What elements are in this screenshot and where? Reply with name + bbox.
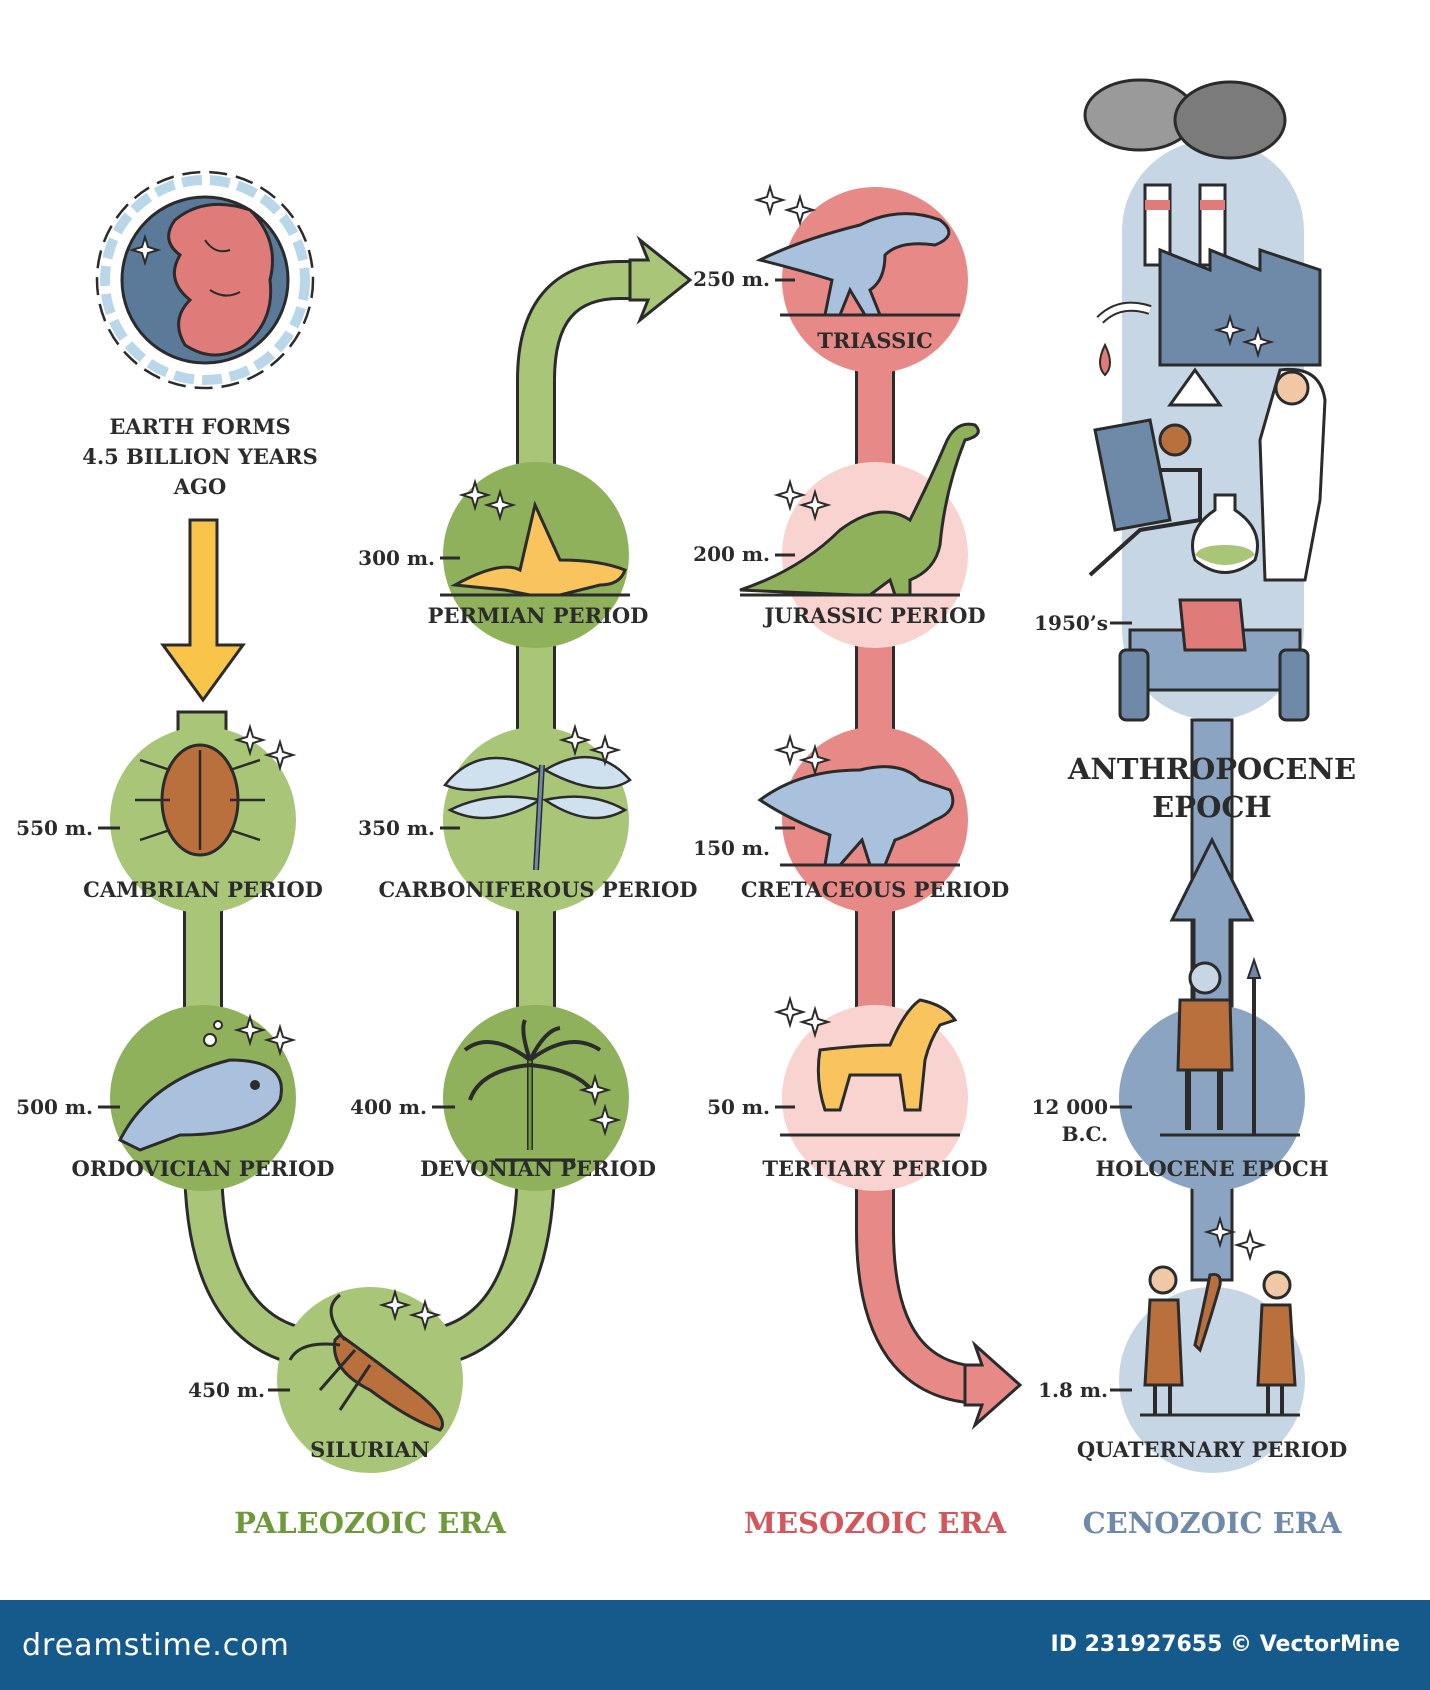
silurian-circle: [277, 1287, 463, 1473]
devonian-circle: [443, 1005, 629, 1191]
holocene-label: HOLOCENE EPOCH: [1095, 1156, 1329, 1181]
triassic-circle: [755, 186, 968, 373]
cambrian-age: 550 m.: [16, 816, 93, 840]
devonian-label: DEVONIAN PERIOD: [420, 1156, 656, 1181]
cambrian-label: CAMBRIAN PERIOD: [83, 877, 323, 902]
cretaceous-age: 150 m.: [693, 836, 770, 860]
quaternary-label: QUATERNARY PERIOD: [1076, 1437, 1348, 1462]
cretaceous-label: CRETACEOUS PERIOD: [740, 877, 1010, 902]
holocene-age-line-2: B.C.: [1061, 1122, 1108, 1146]
paleozoic-era-label: PALEOZOIC ERA: [234, 1506, 506, 1540]
ordovician-circle: [110, 1005, 296, 1191]
permian-circle: [440, 462, 630, 648]
quaternary-circle: [1119, 1218, 1305, 1473]
holocene-circle: [1119, 956, 1305, 1191]
start-arrow: [160, 518, 246, 703]
carboniferous-age: 350 m.: [358, 816, 435, 840]
cambrian-circle: [110, 726, 296, 913]
triassic-age: 250 m.: [693, 267, 770, 291]
anthropocene-label: ANTHROPOCENE EPOCH: [1068, 750, 1356, 826]
image-credit: ID 231927655 © VectorMine: [1050, 1632, 1400, 1657]
anthropocene-age: 1950’s: [1034, 611, 1108, 635]
quaternary-age: 1.8 m.: [1038, 1378, 1108, 1402]
origin-label: EARTH FORMS 4.5 BILLION YEARS AGO: [82, 412, 317, 502]
carboniferous-label: CARBONIFEROUS PERIOD: [378, 877, 698, 902]
origin-line-3: AGO: [173, 474, 227, 499]
brand-logo[interactable]: dreamstime.com: [22, 1628, 290, 1663]
permian-label: PERMIAN PERIOD: [427, 603, 649, 628]
anthropocene-line-1: ANTHROPOCENE: [1067, 752, 1357, 786]
origin-line-2: 4.5 BILLION YEARS: [82, 444, 318, 469]
mesozoic-era-label: MESOZOIC ERA: [743, 1506, 1007, 1540]
jurassic-age: 200 m.: [693, 542, 770, 566]
mesozoic-path: [855, 300, 1023, 1430]
footer-bar: dreamstime.com ID 231927655 © VectorMine: [0, 1600, 1430, 1690]
holocene-age-line-1: 12 000: [1031, 1095, 1108, 1119]
anthropocene-illustration: [1083, 78, 1327, 722]
earth-icon: [95, 170, 315, 390]
devonian-age: 400 m.: [350, 1095, 427, 1119]
cenozoic-era-label: CENOZOIC ERA: [1082, 1506, 1342, 1540]
tertiary-circle: [776, 998, 968, 1191]
cretaceous-circle: [757, 727, 968, 913]
silurian-label: SILURIAN: [310, 1437, 430, 1462]
origin-line-1: EARTH FORMS: [109, 414, 291, 439]
jurassic-circle: [739, 422, 980, 648]
tertiary-age: 50 m.: [707, 1095, 770, 1119]
anthropocene-line-2: EPOCH: [1152, 790, 1272, 824]
geologic-timeline-diagram: [95, 78, 1327, 1473]
triassic-label: TRIASSIC: [817, 328, 933, 353]
holocene-age: 12 000 B.C.: [1031, 1094, 1108, 1148]
carboniferous-circle: [443, 726, 632, 913]
ordovician-label: ORDOVICIAN PERIOD: [71, 1156, 335, 1181]
permian-age: 300 m.: [358, 546, 435, 570]
age-ticks: [98, 278, 1132, 1392]
ordovician-age: 500 m.: [16, 1095, 93, 1119]
tertiary-label: TERTIARY PERIOD: [762, 1156, 988, 1181]
silurian-age: 450 m.: [188, 1378, 265, 1402]
jurassic-label: JURASSIC PERIOD: [764, 603, 986, 628]
